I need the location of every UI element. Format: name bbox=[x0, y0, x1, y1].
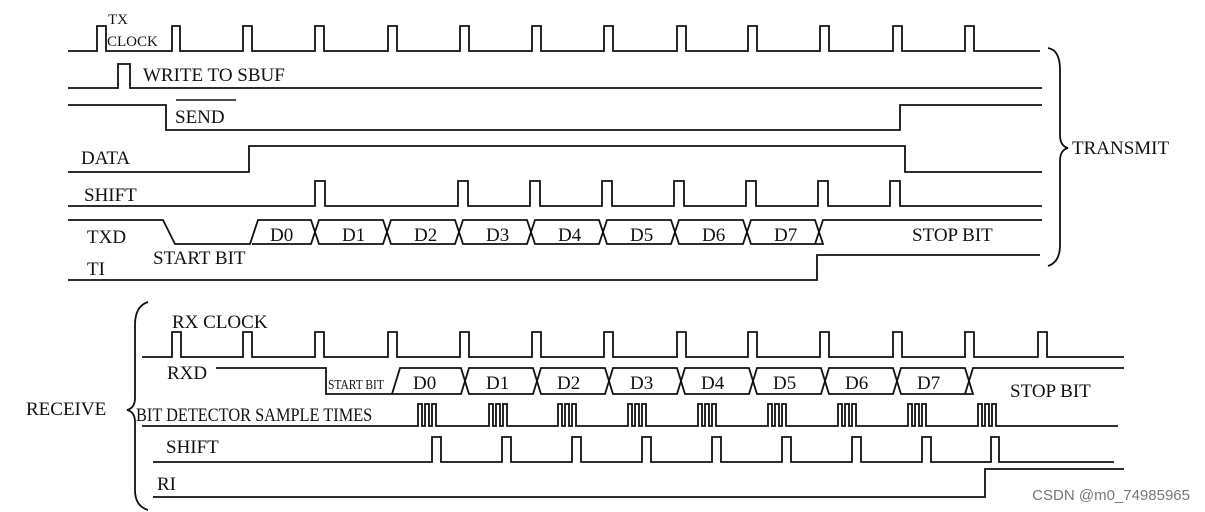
rx-bit-d6: D6 bbox=[845, 373, 868, 394]
rx-shift-label: SHIFT bbox=[166, 437, 219, 458]
txd-bits-lower bbox=[252, 219, 825, 245]
transmit-group-label: TRANSMIT bbox=[1072, 138, 1170, 159]
txd-waveform bbox=[68, 219, 1042, 245]
transmit-brace bbox=[1047, 47, 1069, 267]
tx-bit-labels: D0 D1 D2 D3 D4 D5 D6 D7 bbox=[270, 225, 797, 246]
tx-bit-d2: D2 bbox=[414, 225, 437, 246]
ri-waveform bbox=[153, 468, 1124, 498]
write-to-sbuf-waveform bbox=[68, 63, 1042, 89]
data-waveform bbox=[68, 145, 1042, 173]
data-label: DATA bbox=[81, 148, 130, 169]
rxd-bits-lower bbox=[392, 367, 975, 395]
tx-bit-d5: D5 bbox=[630, 225, 653, 246]
tx-shift-waveform bbox=[68, 180, 1042, 207]
rx-stop-bit-label: STOP BIT bbox=[1010, 381, 1091, 402]
receive-brace bbox=[126, 301, 149, 511]
tx-clock-waveform bbox=[68, 25, 1040, 52]
rx-start-bit-label: START BIT bbox=[328, 377, 384, 392]
rx-bit-d5: D5 bbox=[773, 373, 796, 394]
bit-detector-label: BIT DETECTOR SAMPLE TIMES bbox=[136, 404, 372, 425]
tx-bit-d0: D0 bbox=[270, 225, 293, 246]
write-to-sbuf-label: WRITE TO SBUF bbox=[143, 65, 285, 86]
ti-label: TI bbox=[87, 259, 105, 280]
send-waveform bbox=[68, 104, 1042, 131]
rx-bit-labels: D0 D1 D2 D3 D4 D5 D6 D7 bbox=[413, 373, 940, 394]
tx-shift-label: SHIFT bbox=[84, 185, 137, 206]
send-label: SEND bbox=[175, 107, 225, 128]
rx-bit-d4: D4 bbox=[701, 373, 725, 394]
rx-bit-d0: D0 bbox=[413, 373, 436, 394]
ti-waveform bbox=[68, 254, 1040, 281]
bit-detector-waveform bbox=[392, 403, 1118, 427]
rx-clock-label: RX CLOCK bbox=[172, 312, 268, 333]
tx-bit-d1: D1 bbox=[342, 225, 365, 246]
tx-clock-label-line1: TX bbox=[108, 12, 128, 28]
txd-label: TXD bbox=[87, 227, 126, 248]
rx-bit-d2: D2 bbox=[557, 373, 580, 394]
tx-stop-bit-label: STOP BIT bbox=[912, 225, 993, 246]
ri-label: RI bbox=[157, 474, 176, 495]
tx-bit-d3: D3 bbox=[486, 225, 509, 246]
receive-group-label: RECEIVE bbox=[26, 399, 106, 420]
watermark-text: CSDN @m0_74985965 bbox=[1032, 487, 1190, 504]
rx-shift-waveform bbox=[153, 436, 1114, 463]
rxd-label: RXD bbox=[167, 363, 207, 384]
tx-clock-label-line2: CLOCK bbox=[107, 34, 158, 50]
rx-clock-waveform bbox=[142, 331, 1124, 358]
tx-bit-d7: D7 bbox=[774, 225, 797, 246]
tx-bit-d6: D6 bbox=[702, 225, 725, 246]
rx-bit-d7: D7 bbox=[917, 373, 940, 394]
rx-bit-d1: D1 bbox=[486, 373, 509, 394]
tx-start-bit-label: START BIT bbox=[153, 248, 246, 269]
tx-bit-d4: D4 bbox=[558, 225, 582, 246]
rx-bit-d3: D3 bbox=[630, 373, 653, 394]
